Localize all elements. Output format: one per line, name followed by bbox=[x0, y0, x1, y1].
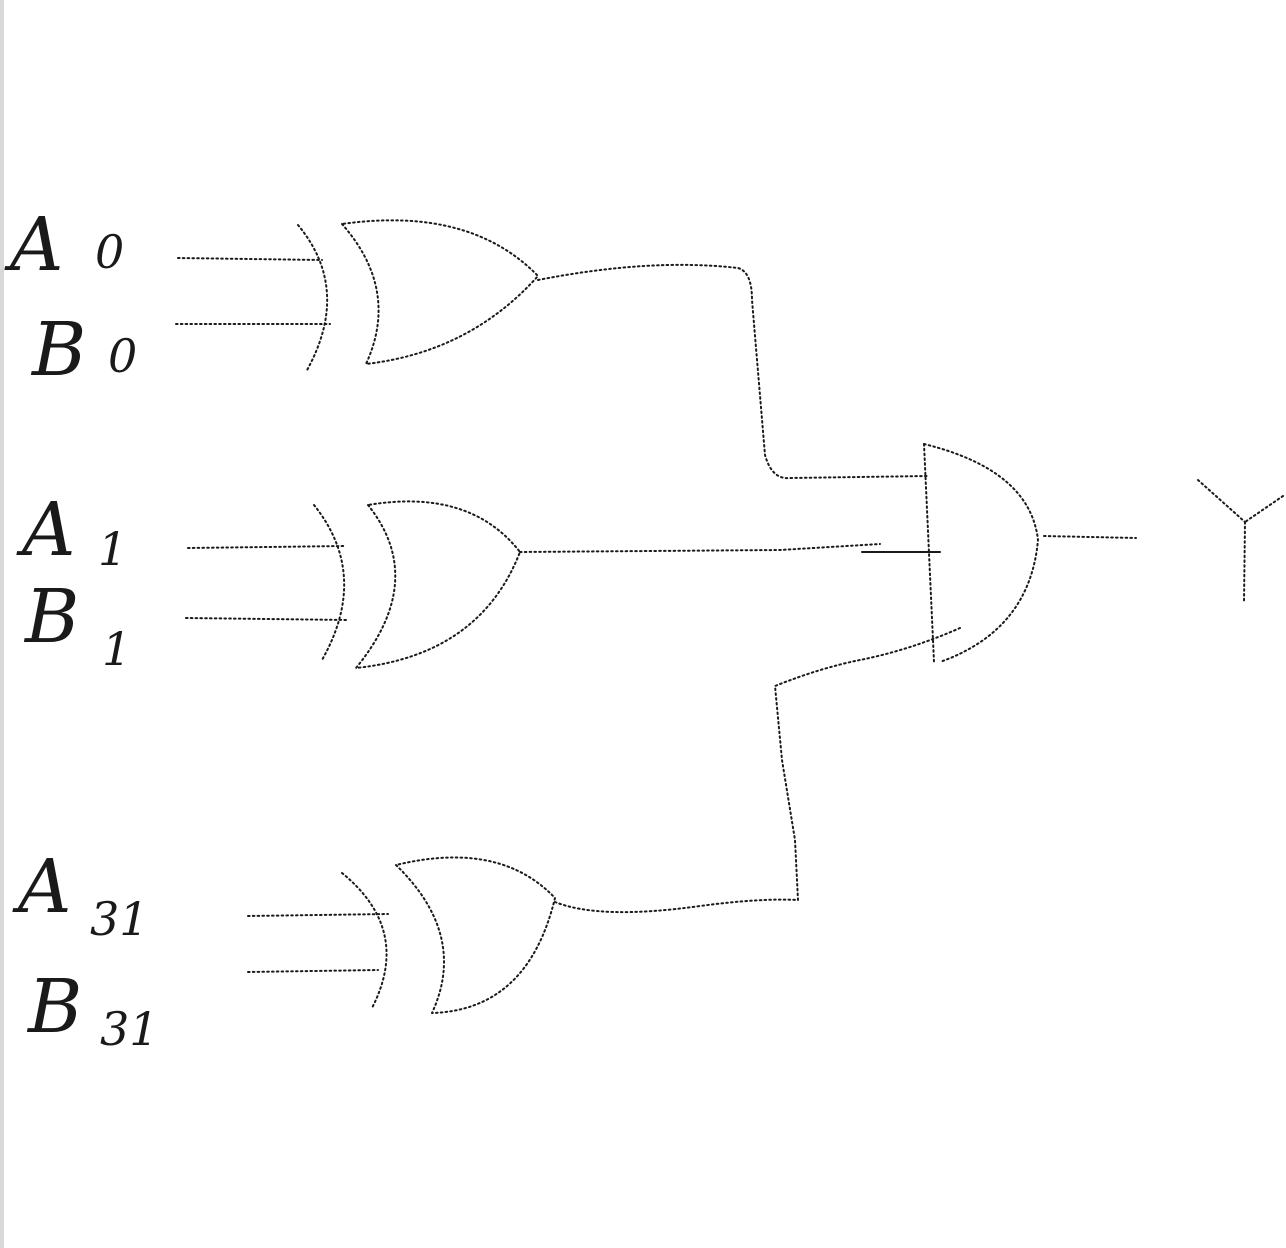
label-b31-subscript: 31 bbox=[100, 1002, 159, 1056]
xor-gate-0-back-curve bbox=[297, 224, 329, 373]
label-a31-letter: A bbox=[12, 844, 71, 930]
xor-gate-1-back-curve bbox=[313, 504, 346, 661]
wire-a1 bbox=[187, 545, 346, 549]
label-b1-subscript: 1 bbox=[102, 622, 131, 676]
wire-xor0-to-and bbox=[537, 263, 929, 480]
canvas-left-edge bbox=[0, 0, 4, 1248]
wire-xor1-to-and bbox=[519, 543, 881, 553]
label-b1: B 1 bbox=[23, 574, 131, 676]
label-a0-letter: A bbox=[4, 202, 63, 288]
label-a0-subscript: 0 bbox=[95, 225, 124, 279]
output-y-left-stroke bbox=[1197, 479, 1246, 523]
xor-gate-1 bbox=[313, 500, 521, 669]
wire-a0 bbox=[177, 257, 323, 261]
label-b0-letter: B bbox=[30, 307, 86, 393]
xor-gate-31-back-curve bbox=[341, 872, 388, 1009]
xor-gate-0-body bbox=[341, 219, 539, 365]
label-b0-subscript: 0 bbox=[108, 329, 137, 383]
xor-gate-0 bbox=[297, 219, 539, 373]
label-a1: A 1 bbox=[16, 487, 127, 576]
output-y-stem bbox=[1243, 521, 1246, 603]
label-a31: A 31 bbox=[12, 844, 149, 946]
and-gate-curved-front bbox=[923, 443, 1039, 663]
xor-gate-31-body bbox=[395, 856, 556, 1014]
wire-b31 bbox=[247, 969, 379, 973]
and-gate bbox=[861, 443, 1137, 663]
output-y: Y bbox=[1197, 479, 1284, 603]
xor-gate-1-body bbox=[355, 500, 521, 669]
output-y-right-stroke bbox=[1244, 495, 1284, 523]
label-b1-letter: B bbox=[23, 574, 79, 660]
wire-b1 bbox=[185, 617, 349, 621]
label-b31: B 31 bbox=[26, 964, 159, 1056]
label-a0: A 0 bbox=[4, 202, 124, 288]
xor-gate-31 bbox=[341, 856, 556, 1014]
label-b31-letter: B bbox=[26, 964, 82, 1050]
label-a31-subscript: 31 bbox=[90, 892, 149, 946]
and-gate-output-wire bbox=[1043, 535, 1137, 539]
wire-a31 bbox=[247, 913, 389, 917]
and-gate-back-edge bbox=[923, 443, 935, 663]
label-a1-letter: A bbox=[16, 487, 75, 573]
wire-xor31-to-and bbox=[554, 627, 961, 914]
label-b0: B 0 bbox=[30, 307, 137, 393]
label-a1-subscript: 1 bbox=[98, 522, 127, 576]
